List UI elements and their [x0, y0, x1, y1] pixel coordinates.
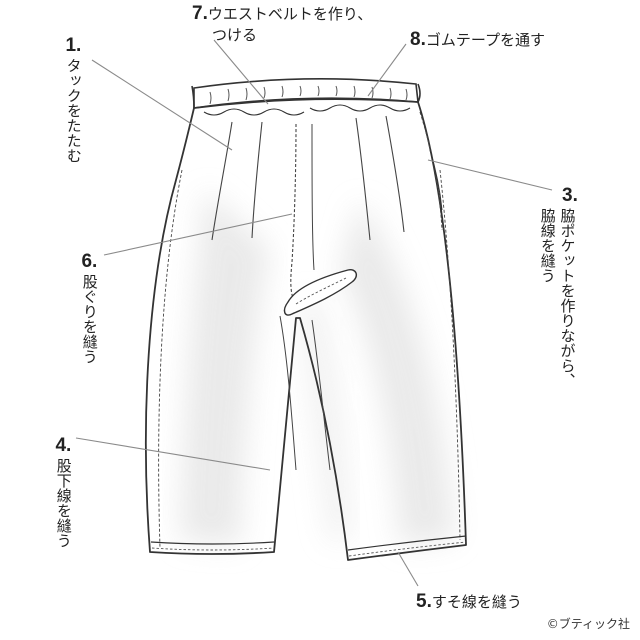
step-7-text-line2: つける: [212, 26, 258, 44]
leader-line-1: [91, 59, 233, 151]
leader-line-7: [213, 39, 269, 105]
step-4-number: 4.: [55, 435, 72, 456]
front-rise: [290, 123, 297, 306]
step-3-text-columns: 脇ポケットを作りながら、 脇線を縫う: [538, 205, 577, 388]
leader-line-6: [103, 213, 293, 256]
leader-line-5: [397, 551, 419, 587]
leader-lines: [75, 39, 553, 587]
leader-line-4: [75, 437, 271, 471]
step-1-number: 1.: [65, 35, 82, 56]
step-4-label: 4. 股下線を縫う: [54, 436, 73, 548]
hems: [150, 535, 467, 557]
step-3-label: 3. 脇ポケットを作りながら、 脇線を縫う: [538, 186, 578, 388]
step-5-number: 5.: [416, 591, 432, 612]
step-7-label-line2: つける: [212, 26, 257, 44]
step-3-text-line1: 脇ポケットを作りながら、: [558, 208, 577, 388]
step-7-label: 7. ウエストベルトを作り、: [192, 4, 372, 23]
step-6-number: 6.: [81, 251, 98, 272]
step-4-text: 股下線を縫う: [54, 458, 73, 548]
step-6-text: 股ぐりを縫う: [80, 274, 99, 364]
copyright-text: ©ブティック社: [546, 617, 630, 631]
step-1-label: 1. タックをたたむ: [64, 36, 83, 163]
crotch-opening: [283, 268, 358, 316]
step-8-text: ゴムテープを通す: [425, 31, 545, 49]
step-5-label: 5. すそ線を縫う: [416, 592, 522, 611]
step-3-text-line2: 脇線を縫う: [538, 208, 557, 283]
step-6-label: 6. 股ぐりを縫う: [80, 252, 99, 364]
step-5-text: すそ線を縫う: [431, 593, 522, 611]
step-8-label: 8. ゴムテープを通す: [410, 30, 545, 49]
step-8-number: 8.: [410, 29, 426, 50]
leader-line-8: [367, 43, 407, 97]
step-7-text-line1: ウエストベルトを作り、: [207, 5, 373, 23]
side-pocket-seam: [419, 111, 443, 231]
step-3-number: 3.: [562, 185, 578, 206]
garment-shading: [180, 190, 455, 545]
step-7-number: 7.: [192, 3, 208, 24]
step-1-text: タックをたたむ: [64, 58, 83, 163]
leader-line-3: [427, 159, 553, 191]
